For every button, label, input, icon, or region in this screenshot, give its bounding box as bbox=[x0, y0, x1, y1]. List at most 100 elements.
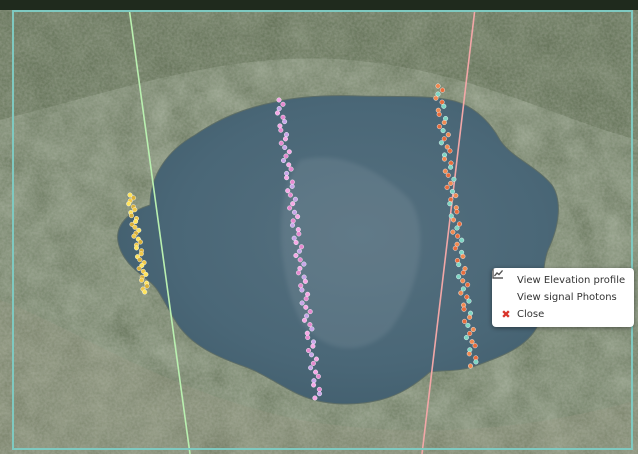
photon-point[interactable] bbox=[130, 195, 136, 201]
photon-point[interactable] bbox=[290, 218, 296, 224]
photon-point[interactable] bbox=[304, 313, 310, 319]
photon-point[interactable] bbox=[296, 231, 302, 237]
photon-point[interactable] bbox=[128, 213, 134, 219]
photon-point[interactable] bbox=[466, 298, 472, 304]
photon-point[interactable] bbox=[449, 188, 455, 194]
photon-point[interactable] bbox=[285, 188, 291, 194]
photon-point[interactable] bbox=[461, 302, 467, 308]
photon-point[interactable] bbox=[472, 343, 478, 349]
photon-point[interactable] bbox=[442, 168, 448, 174]
photon-point[interactable] bbox=[299, 300, 305, 306]
photon-point[interactable] bbox=[317, 391, 323, 397]
photon-point[interactable] bbox=[290, 222, 296, 228]
photon-point[interactable] bbox=[296, 248, 302, 254]
photon-point[interactable] bbox=[455, 233, 461, 239]
photon-point[interactable] bbox=[286, 162, 292, 168]
photon-point[interactable] bbox=[441, 136, 447, 142]
photon-point[interactable] bbox=[302, 317, 308, 323]
photon-point[interactable] bbox=[308, 365, 314, 371]
photon-point[interactable] bbox=[282, 144, 288, 150]
photon-point[interactable] bbox=[447, 201, 453, 207]
photon-point[interactable] bbox=[448, 213, 454, 219]
photon-point[interactable] bbox=[451, 217, 457, 223]
photon-point[interactable] bbox=[278, 140, 284, 146]
photon-point[interactable] bbox=[292, 196, 298, 202]
photon-point[interactable] bbox=[278, 127, 284, 133]
photon-point[interactable] bbox=[282, 119, 288, 125]
photon-point[interactable] bbox=[310, 360, 316, 366]
photon-point[interactable] bbox=[137, 239, 143, 245]
photon-point[interactable] bbox=[448, 197, 454, 203]
photon-point[interactable] bbox=[311, 382, 317, 388]
photon-point[interactable] bbox=[293, 252, 299, 258]
photon-point[interactable] bbox=[290, 201, 296, 207]
photon-point[interactable] bbox=[289, 183, 295, 189]
photon-point[interactable] bbox=[276, 106, 282, 112]
photon-point[interactable] bbox=[466, 351, 472, 357]
photon-point[interactable] bbox=[280, 114, 286, 120]
photon-point[interactable] bbox=[454, 258, 460, 264]
photon-point[interactable] bbox=[454, 209, 460, 215]
photon-point[interactable] bbox=[453, 205, 459, 211]
photon-point[interactable] bbox=[297, 257, 303, 263]
photon-point[interactable] bbox=[305, 291, 311, 297]
photon-point[interactable] bbox=[312, 395, 318, 401]
photon-point[interactable] bbox=[296, 270, 302, 276]
photon-point[interactable] bbox=[286, 149, 292, 155]
photon-point[interactable] bbox=[144, 283, 150, 289]
photon-point[interactable] bbox=[470, 327, 476, 333]
photon-point[interactable] bbox=[284, 170, 290, 176]
photon-point[interactable] bbox=[127, 192, 133, 198]
photon-point[interactable] bbox=[143, 271, 149, 277]
photon-point[interactable] bbox=[441, 119, 447, 125]
photon-point[interactable] bbox=[299, 244, 305, 250]
photon-point[interactable] bbox=[302, 278, 308, 284]
photon-point[interactable] bbox=[445, 132, 451, 138]
photon-point[interactable] bbox=[436, 124, 442, 130]
photon-point[interactable] bbox=[284, 175, 290, 181]
photon-point[interactable] bbox=[310, 343, 316, 349]
photon-point[interactable] bbox=[277, 123, 283, 129]
photon-point[interactable] bbox=[444, 184, 450, 190]
photon-point[interactable] bbox=[316, 386, 322, 392]
photon-point[interactable] bbox=[309, 326, 315, 332]
photon-point[interactable] bbox=[465, 282, 471, 288]
photon-point[interactable] bbox=[297, 265, 303, 271]
photon-point[interactable] bbox=[447, 148, 453, 154]
photon-point[interactable] bbox=[291, 235, 297, 241]
photon-point[interactable] bbox=[467, 331, 473, 337]
photon-point[interactable] bbox=[298, 283, 304, 289]
photon-point[interactable] bbox=[283, 153, 289, 159]
photon-point[interactable] bbox=[473, 359, 479, 365]
photon-strip-yellow[interactable] bbox=[126, 192, 150, 295]
photon-point[interactable] bbox=[126, 201, 132, 207]
photon-point[interactable] bbox=[436, 111, 442, 117]
photon-point[interactable] bbox=[468, 310, 474, 316]
photon-point[interactable] bbox=[460, 253, 466, 259]
photon-point[interactable] bbox=[464, 294, 470, 300]
photon-point[interactable] bbox=[306, 348, 312, 354]
photon-point[interactable] bbox=[304, 330, 310, 336]
photon-point[interactable] bbox=[301, 274, 307, 280]
photon-point[interactable] bbox=[275, 110, 281, 116]
photon-point[interactable] bbox=[311, 339, 317, 345]
photon-point[interactable] bbox=[450, 229, 456, 235]
photon-point[interactable] bbox=[295, 227, 301, 233]
photon-point[interactable] bbox=[283, 136, 289, 142]
view-signal-photons-item[interactable]: View signal Photons bbox=[492, 269, 634, 306]
photon-point[interactable] bbox=[456, 262, 462, 268]
photon-point[interactable] bbox=[299, 287, 305, 293]
photon-point[interactable] bbox=[303, 304, 309, 310]
photon-point[interactable] bbox=[289, 179, 295, 185]
photon-point[interactable] bbox=[441, 103, 447, 109]
photon-point[interactable] bbox=[276, 97, 282, 103]
photon-point[interactable] bbox=[448, 180, 454, 186]
photon-point[interactable] bbox=[452, 245, 458, 251]
photon-point[interactable] bbox=[305, 335, 311, 341]
photon-point[interactable] bbox=[311, 378, 317, 384]
photon-point[interactable] bbox=[435, 107, 441, 113]
photon-point[interactable] bbox=[467, 314, 473, 320]
photon-point[interactable] bbox=[280, 101, 286, 107]
photon-point[interactable] bbox=[137, 257, 143, 263]
